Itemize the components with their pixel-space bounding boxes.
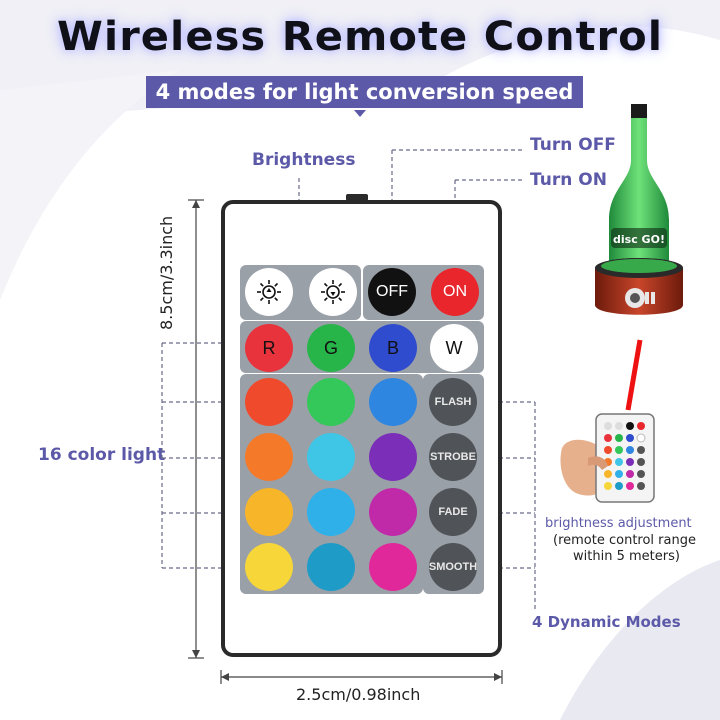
- color-button-3-1[interactable]: [245, 488, 293, 536]
- width-dimension-label: 2.5cm/0.98inch: [296, 685, 421, 704]
- smooth-button-label: SMOOTH: [428, 561, 478, 573]
- turn-on-label: Turn ON: [530, 170, 607, 190]
- subtitle-pointer: [354, 110, 366, 117]
- on-button[interactable]: ON: [431, 268, 479, 316]
- green-button-label: G: [323, 337, 338, 358]
- brightness-down-icon: [321, 280, 345, 304]
- fade-button-label: FADE: [438, 506, 468, 518]
- color-button-1-2[interactable]: [307, 378, 355, 426]
- off-button-label: OFF: [376, 283, 408, 300]
- smooth-button[interactable]: SMOOTH: [429, 543, 477, 591]
- color-button-1-3[interactable]: [369, 378, 417, 426]
- range-note-line2: within 5 meters): [573, 549, 680, 564]
- brightness-up-icon: [257, 280, 281, 304]
- on-button-label: ON: [443, 283, 467, 300]
- off-button[interactable]: OFF: [368, 268, 416, 316]
- blue-button[interactable]: B: [369, 324, 417, 372]
- brightness-adjustment-label: brightness adjustment: [545, 516, 692, 531]
- base-button-icon: [625, 288, 655, 308]
- flash-button[interactable]: FLASH: [429, 378, 477, 426]
- bottle-product-image: disc GO!: [595, 104, 683, 315]
- strobe-button[interactable]: STROBE: [429, 433, 477, 481]
- color-button-2-1[interactable]: [245, 433, 293, 481]
- fade-button[interactable]: FADE: [429, 488, 477, 536]
- white-button[interactable]: W: [430, 324, 478, 372]
- red-button[interactable]: R: [245, 324, 293, 372]
- color-button-4-1[interactable]: [245, 543, 293, 591]
- turn-off-label: Turn OFF: [530, 135, 616, 155]
- dynamic-modes-label: 4 Dynamic Modes: [532, 613, 681, 631]
- strobe-button-label: STROBE: [430, 451, 476, 463]
- brightness-up-button[interactable]: [245, 268, 293, 316]
- remote-top-tab: [346, 194, 368, 201]
- subtitle-banner: 4 modes for light conversion speed: [146, 76, 583, 108]
- brightness-label: Brightness: [252, 150, 356, 170]
- hand-with-remote-image: [560, 413, 655, 503]
- color-button-4-3[interactable]: [369, 543, 417, 591]
- color-button-4-2[interactable]: [307, 543, 355, 591]
- color-button-2-2[interactable]: [307, 433, 355, 481]
- red-button-label: R: [262, 337, 276, 358]
- white-button-label: W: [445, 337, 463, 358]
- range-note-line1: (remote control range: [553, 533, 696, 548]
- flash-button-label: FLASH: [434, 396, 472, 408]
- page-title: Wireless Remote Control: [57, 14, 663, 60]
- color-button-3-3[interactable]: [369, 488, 417, 536]
- color-button-1-1[interactable]: [245, 378, 293, 426]
- color-button-3-2[interactable]: [307, 488, 355, 536]
- color-button-2-3[interactable]: [369, 433, 417, 481]
- color-light-label: 16 color light: [38, 445, 166, 465]
- green-button[interactable]: G: [307, 324, 355, 372]
- bottle-label: disc GO!: [613, 233, 665, 246]
- brightness-down-button[interactable]: [309, 268, 357, 316]
- blue-button-label: B: [386, 337, 399, 358]
